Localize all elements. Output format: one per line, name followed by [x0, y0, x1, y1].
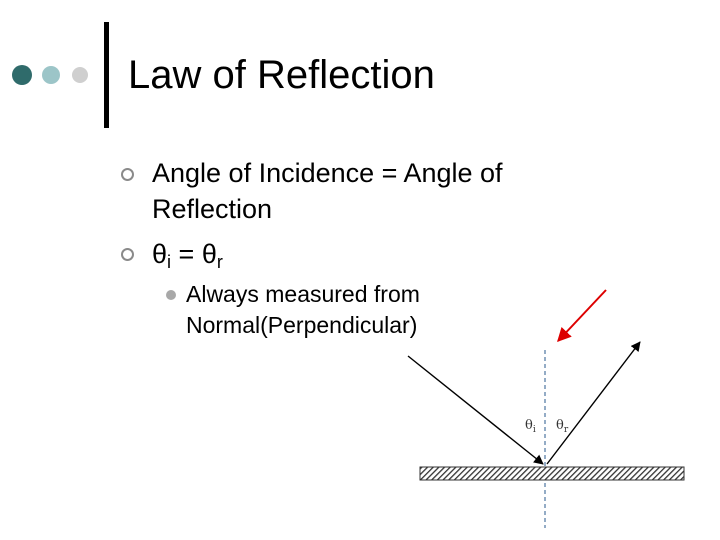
- decor-dot-mid: [42, 66, 60, 84]
- decor-dot-dark: [12, 65, 32, 85]
- theta-i-subscript: i: [167, 252, 172, 272]
- sub-bullet-normal: Always measured from Normal(Perpendicula…: [186, 279, 420, 341]
- theta-r-subscript: r: [216, 252, 223, 272]
- sub-bullet-line1: Always measured from: [186, 281, 420, 307]
- reflected-ray: [546, 341, 641, 465]
- theta-i-label: θi: [525, 418, 536, 435]
- sub-bullet-marker: [166, 290, 176, 300]
- bullet-marker: [121, 248, 134, 261]
- mirror-surface: [419, 466, 685, 481]
- equals-sign: =: [171, 239, 202, 269]
- theta-r: θ: [201, 239, 217, 269]
- bullet-text-line2: Reflection: [152, 194, 273, 224]
- theta-i: θ: [152, 239, 168, 269]
- bullet-text-line1: Angle of Incidence = Angle of: [152, 158, 503, 188]
- bullet-theta-equation: θi = θr: [152, 236, 223, 280]
- incident-ray: [407, 355, 544, 465]
- bullet-angle-equality: Angle of Incidence = Angle of Reflection: [152, 155, 503, 227]
- theta-r-label: θr: [556, 418, 569, 435]
- highlight-arrow: [557, 289, 607, 343]
- decor-dot-light: [72, 67, 88, 83]
- title-divider-bar: [104, 22, 109, 128]
- slide-title: Law of Reflection: [128, 53, 435, 97]
- sub-bullet-line2: Normal(Perpendicular): [186, 312, 418, 338]
- bullet-marker: [121, 168, 134, 181]
